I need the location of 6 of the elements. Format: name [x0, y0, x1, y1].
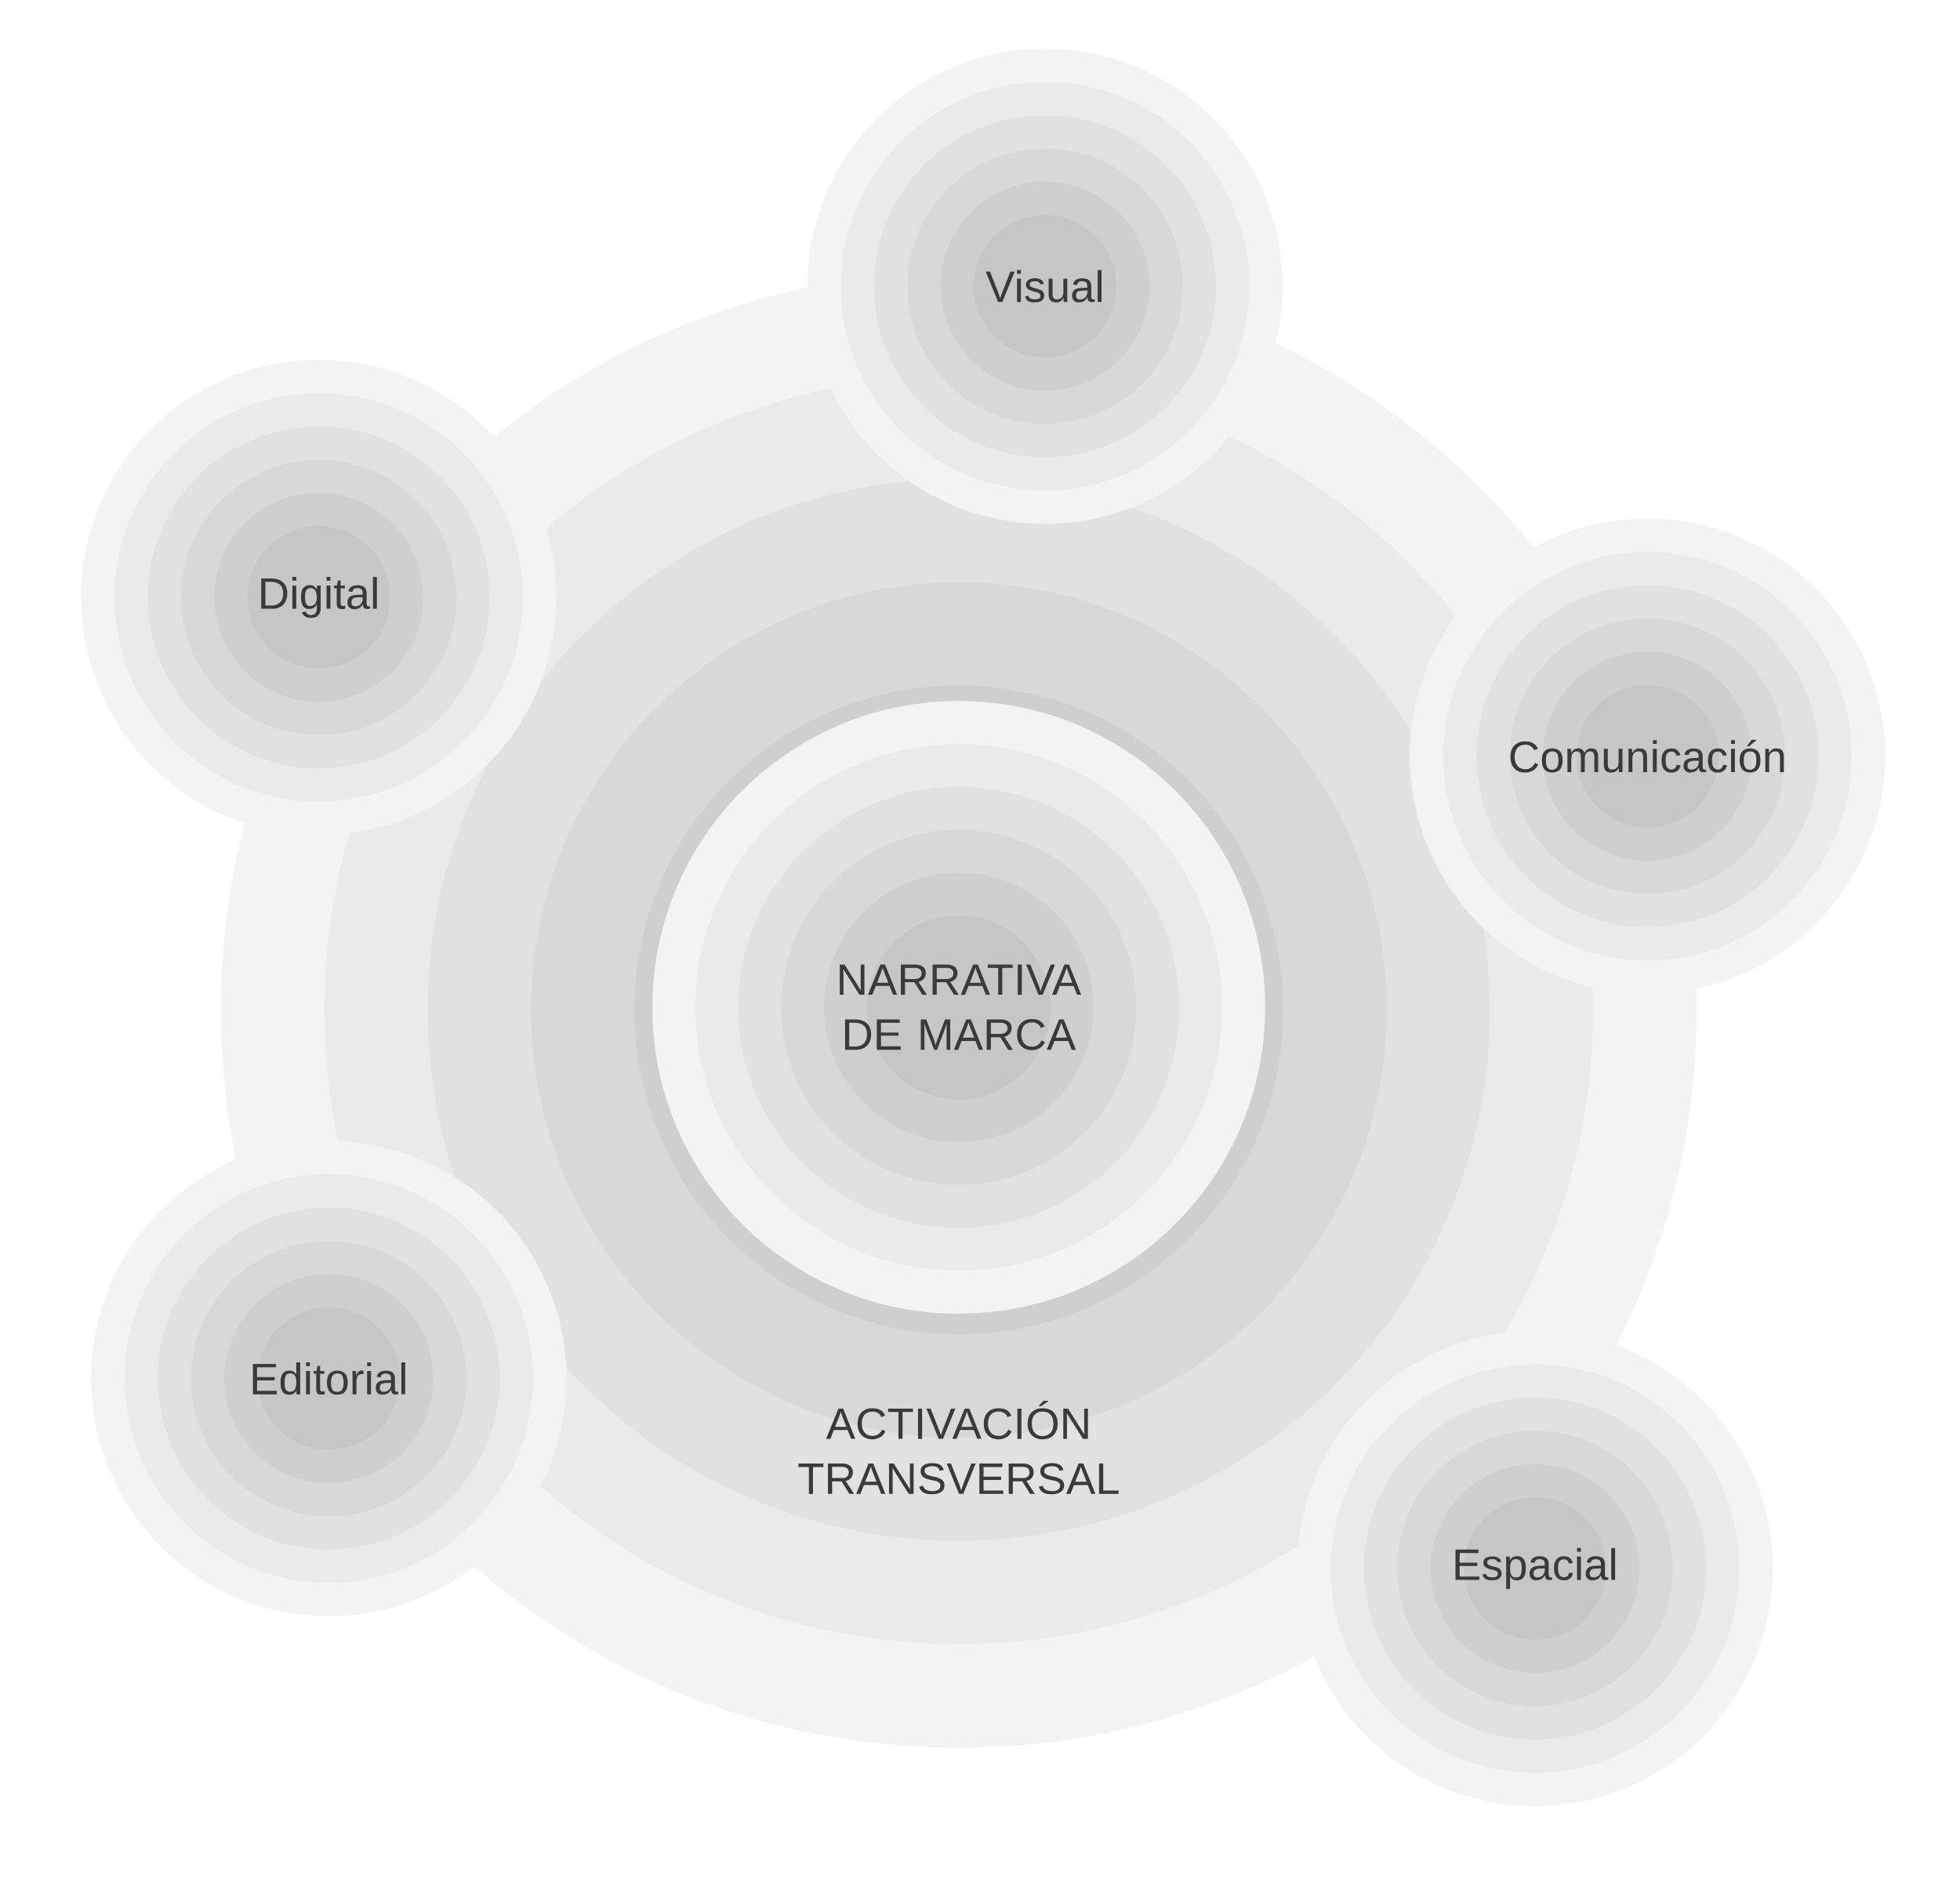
circle-node: Comunicación	[1410, 518, 1886, 994]
circle-node: Visual	[807, 48, 1283, 524]
circle-node: Editorial	[91, 1141, 567, 1616]
circle-node: Digital	[81, 359, 557, 836]
circle-node: NARRATIVA DE MARCA	[652, 701, 1265, 1314]
circle-node: Espacial	[1297, 1330, 1773, 1806]
